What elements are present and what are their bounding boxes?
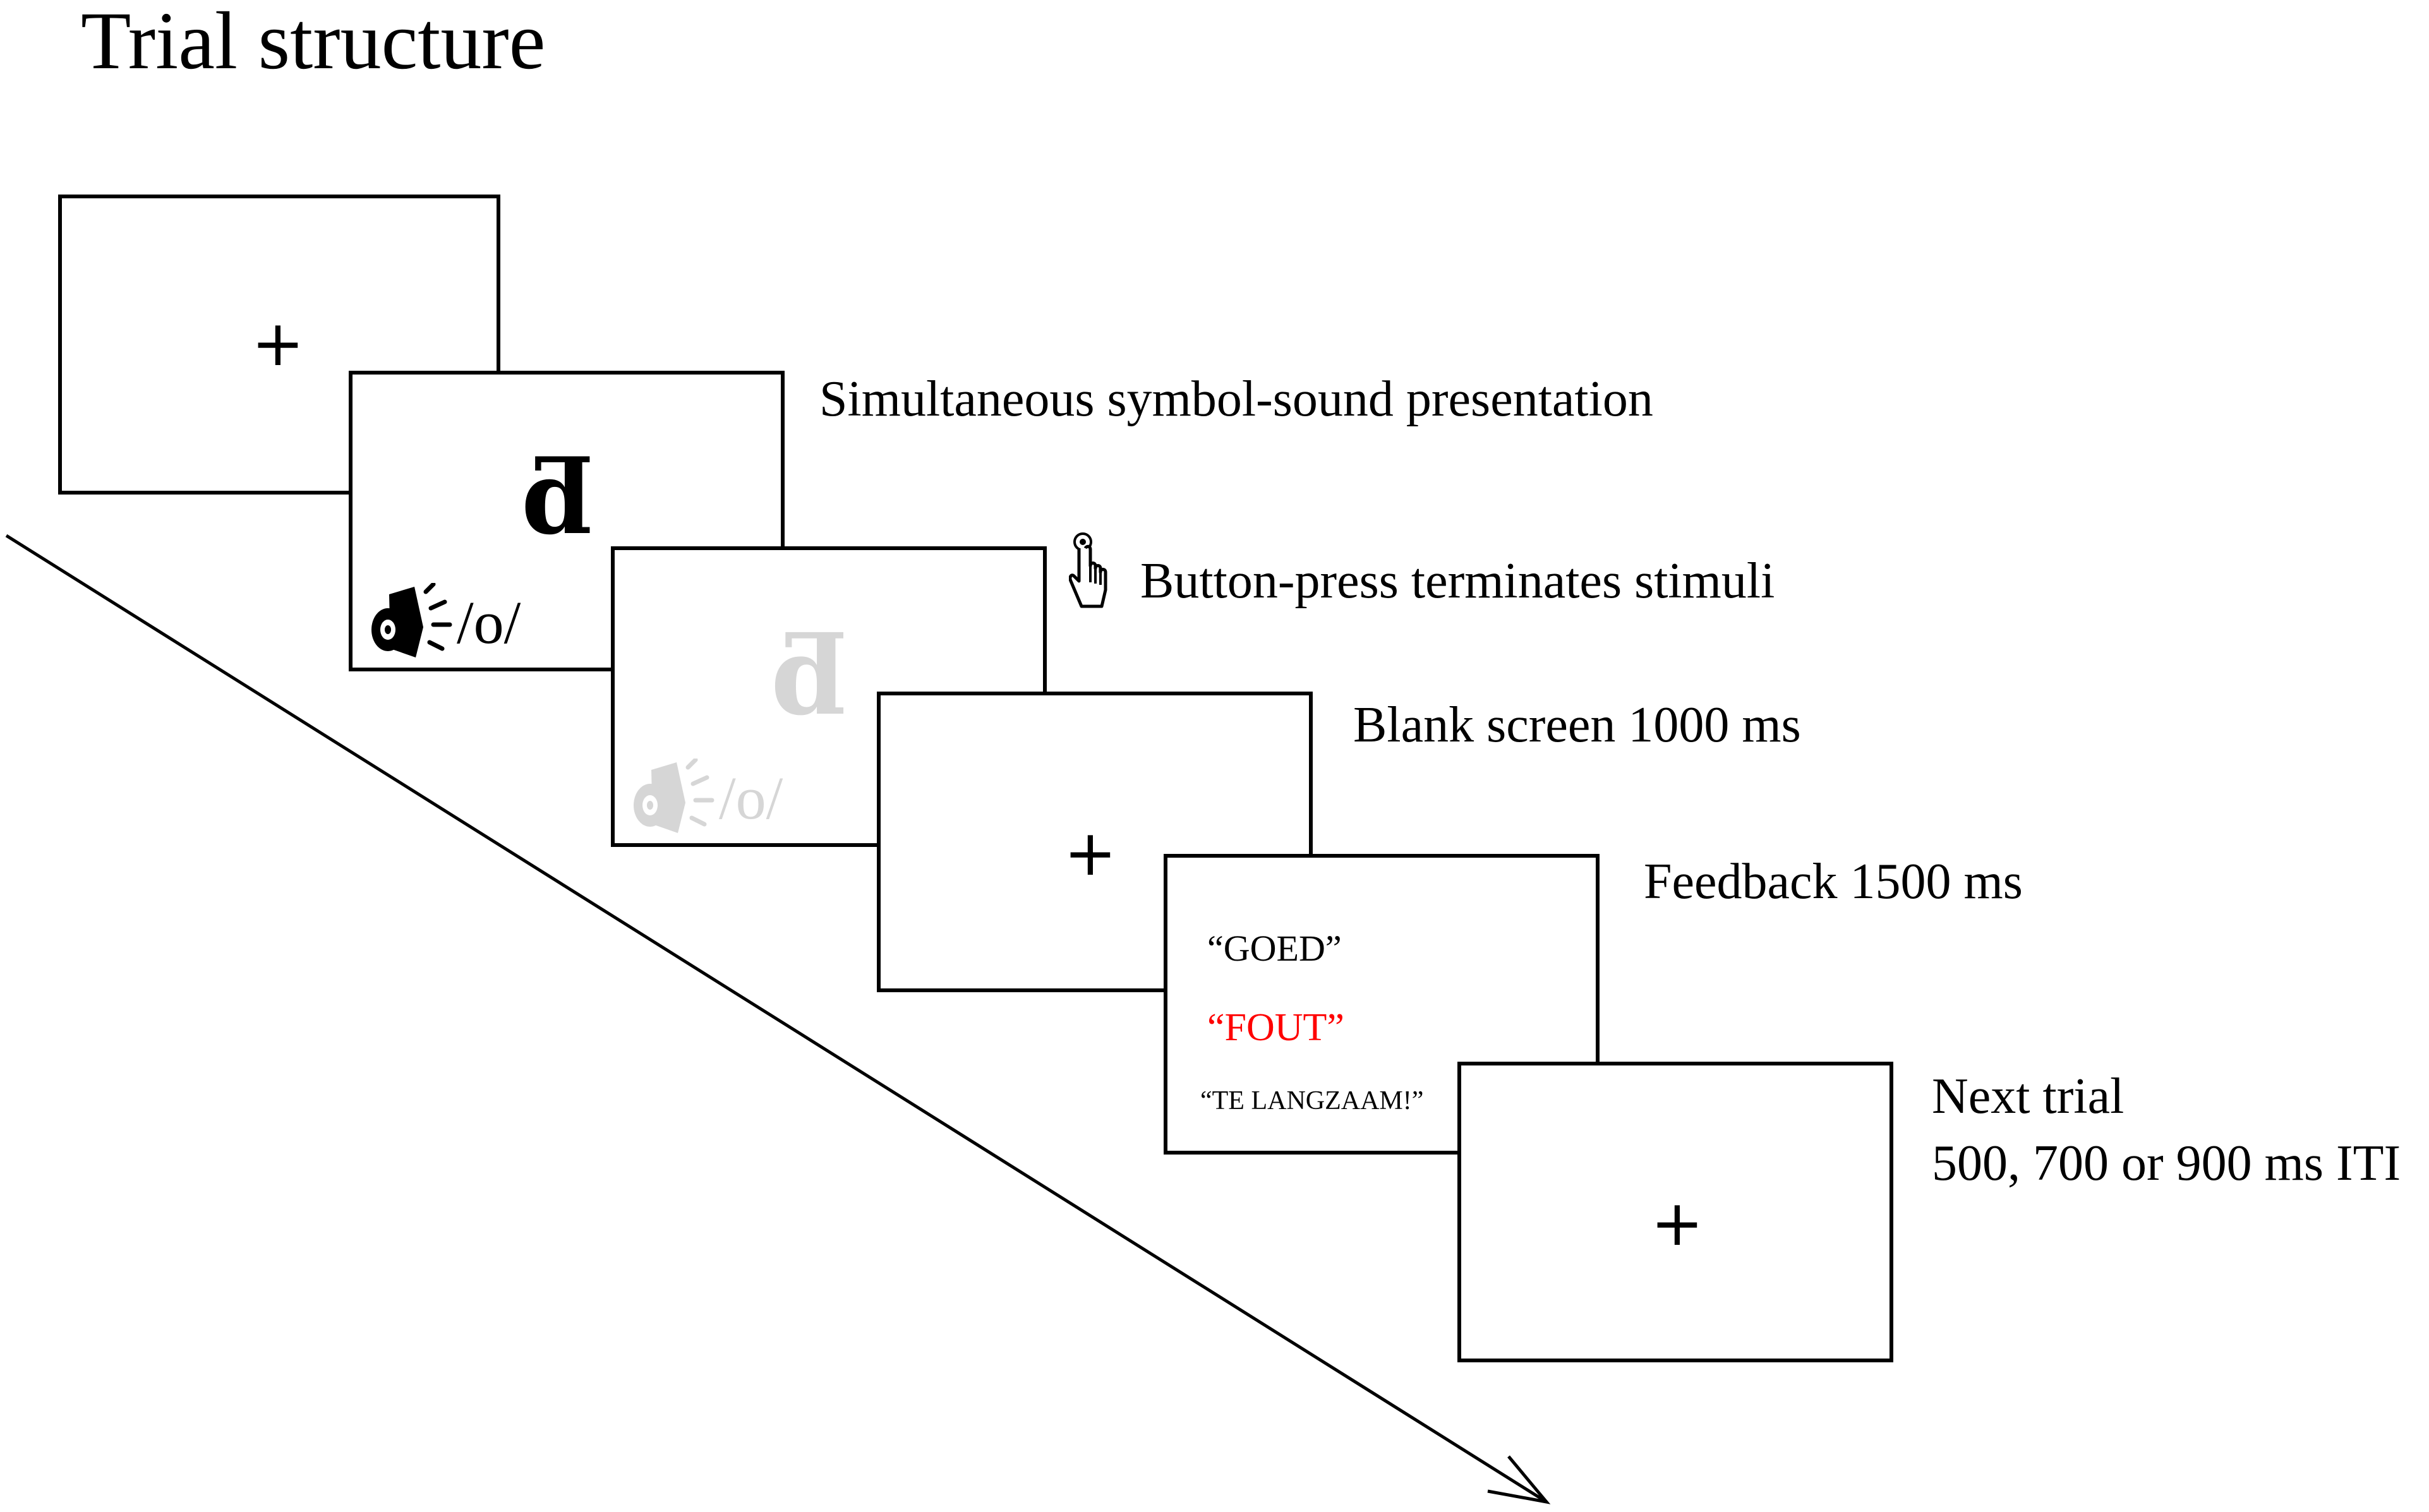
stimulus-label: Simultaneous symbol-sound presentation — [819, 371, 1653, 427]
phoneme-text: /o/ — [457, 589, 521, 656]
next-trial-cross: + — [1651, 1186, 1704, 1260]
faded-symbol-character: ƌ — [773, 613, 848, 740]
next-trial-screen: + — [1457, 1062, 1893, 1362]
pointing-hand-icon — [1069, 532, 1107, 608]
feedback-wrong: “FOUT” — [1207, 1006, 1344, 1049]
feedback-too-slow: “TE LANGZAAM!” — [1200, 1086, 1424, 1115]
speaker-icon — [371, 583, 452, 657]
feedback-correct: “GOED” — [1207, 928, 1342, 969]
blank-label: Blank screen 1000 ms — [1353, 697, 1801, 753]
symbol-character: ƌ — [523, 438, 594, 557]
next-trial-label: Next trial — [1932, 1069, 2125, 1124]
time-arrow-line — [5, 534, 1548, 1504]
faded-speaker-icon — [634, 759, 714, 833]
feedback-label: Feedback 1500 ms — [1644, 854, 2023, 909]
stimulus-screen: ƌ /o/ — [349, 371, 785, 671]
fixation-cross: + — [251, 306, 304, 380]
time-arrow-head — [1487, 1455, 1551, 1504]
faded-phoneme-text: /o/ — [719, 764, 783, 832]
response-label: Button-press terminates stimuli — [1140, 553, 1775, 609]
iti-label: 500, 700 or 900 ms ITI — [1932, 1136, 2401, 1191]
blank-screen-cross: + — [1064, 816, 1117, 890]
diagram-title: Trial structure — [81, 0, 546, 87]
